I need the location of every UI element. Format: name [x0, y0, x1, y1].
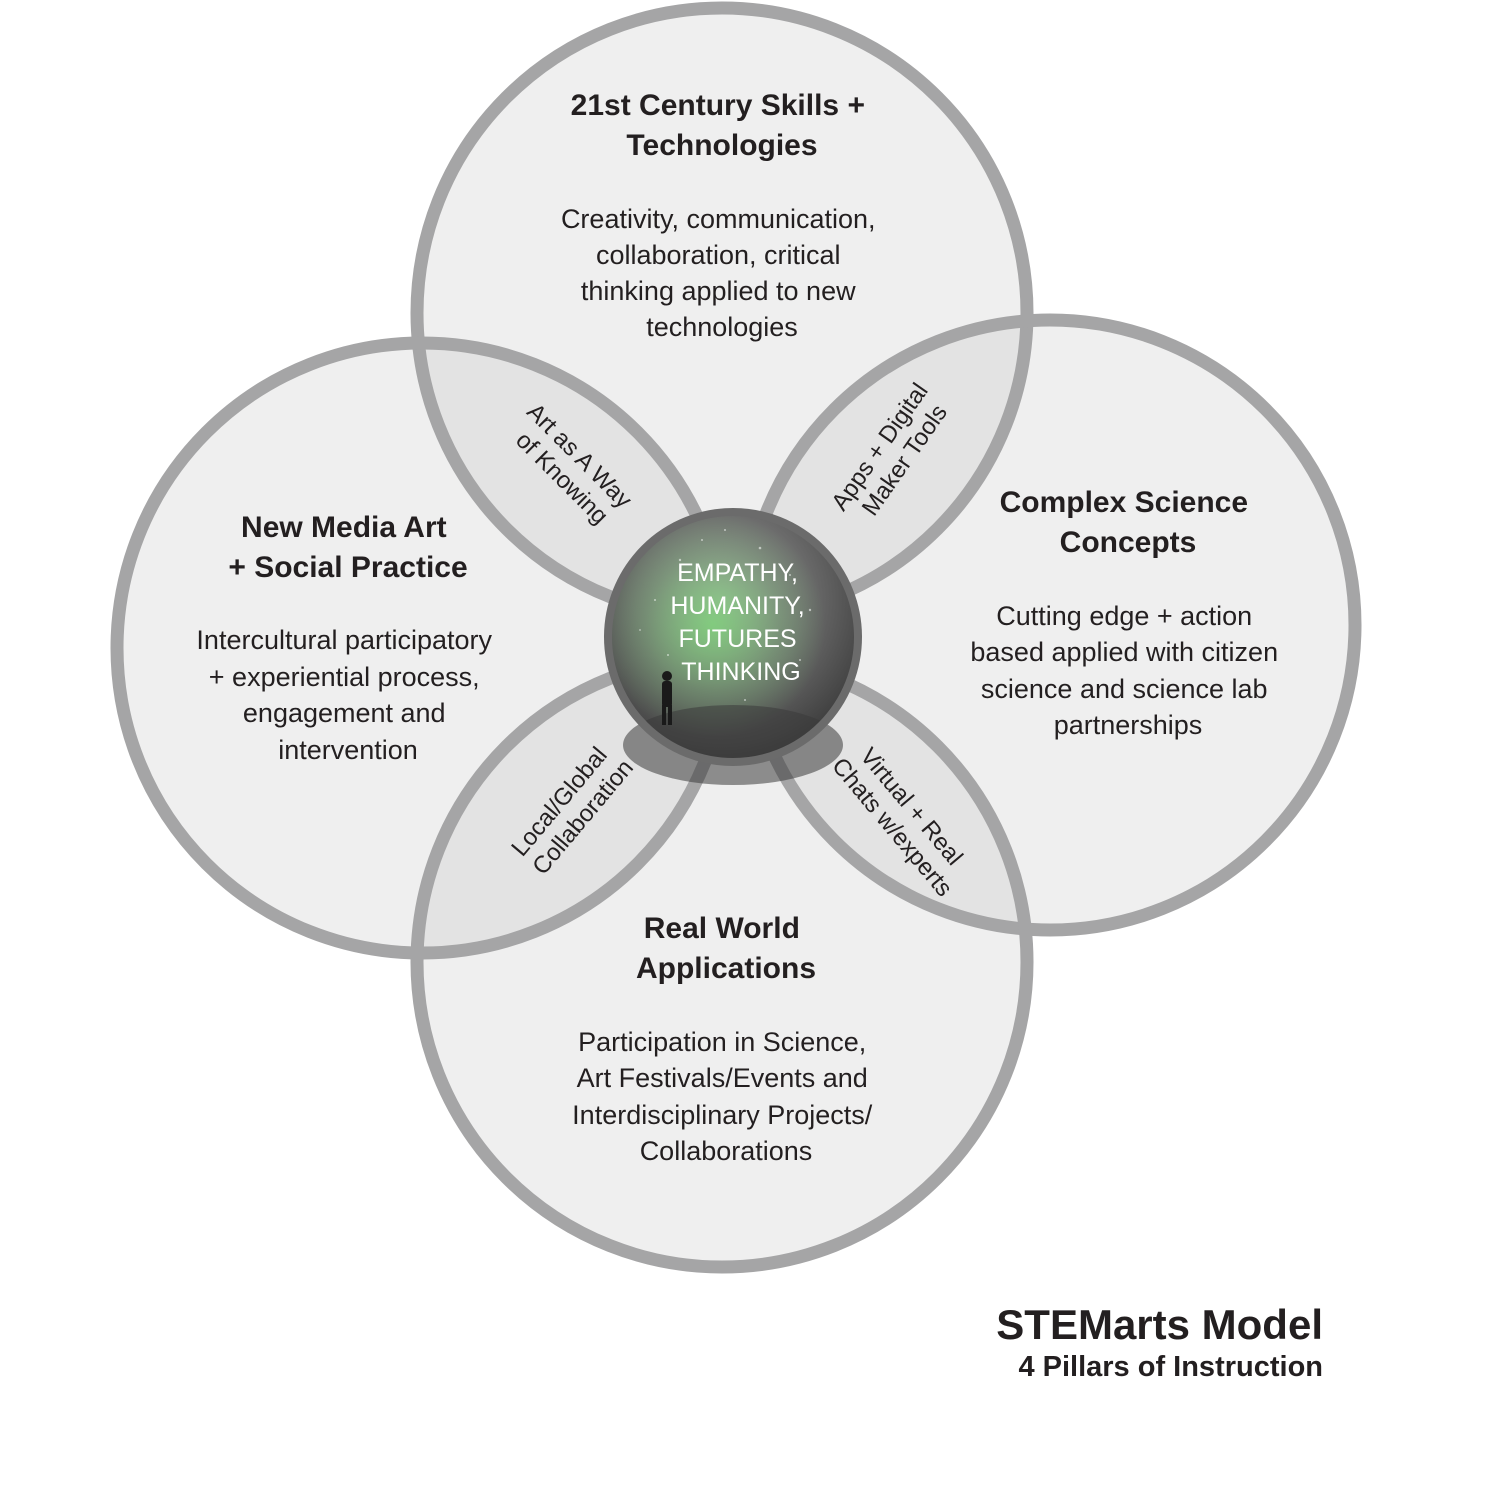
- core-circle: EMPATHY, HUMANITY, FUTURES THINKING: [604, 508, 862, 785]
- core-ring: [604, 508, 862, 766]
- core-label: EMPATHY, HUMANITY, FUTURES THINKING: [670, 559, 811, 686]
- pillar-left-title: New Media Art + Social Practice: [228, 511, 467, 584]
- model-title: STEMarts Model: [996, 1301, 1323, 1348]
- lens-bottom-left: [417, 657, 727, 953]
- model-subtitle: 4 Pillars of Instruction: [1018, 1351, 1323, 1383]
- pillar-left: New Media Art + Social Practice Intercul…: [196, 511, 499, 765]
- core-ground: [623, 705, 843, 785]
- pillar-right-title: Complex Science Concepts: [1000, 486, 1257, 559]
- lens-top-left: [417, 343, 727, 618]
- pillar-bottom-title: Real World Applications: [636, 912, 816, 985]
- lens-top-right: [745, 320, 1027, 618]
- lens-bottom-right: [745, 657, 1027, 930]
- person-silhouette-icon: [662, 671, 672, 725]
- overlap-lenses: [417, 320, 1027, 953]
- pillar-bottom: Real World Applications Participation in…: [572, 912, 880, 1166]
- pillar-right: Complex Science Concepts Cutting edge + …: [970, 486, 1285, 740]
- pillar-top-body: Creativity, communication, collaboration…: [561, 204, 883, 342]
- pillar-right-body: Cutting edge + action based applied with…: [970, 601, 1285, 740]
- model-caption: STEMarts Model 4 Pillars of Instruction: [996, 1301, 1323, 1383]
- pillar-left-body: Intercultural participatory + experienti…: [196, 625, 499, 765]
- pillar-bottom-body: Participation in Science, Art Festivals/…: [572, 1027, 880, 1166]
- pillar-top-title: 21st Century Skills + Technologies: [571, 89, 874, 162]
- pillar-top: 21st Century Skills + Technologies Creat…: [561, 89, 883, 342]
